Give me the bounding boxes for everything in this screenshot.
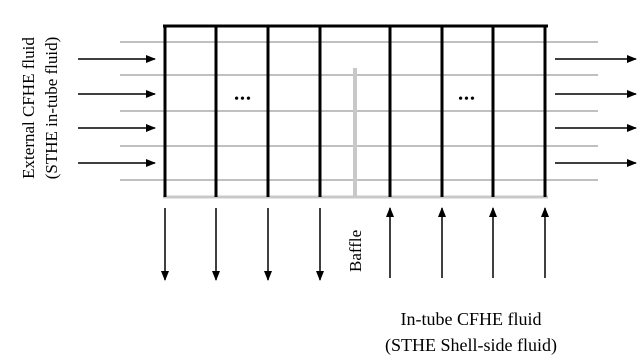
intube-fluid-label-line2: (STHE Shell-side fluid) [385, 335, 557, 356]
intube-fluid-label-line1: In-tube CFHE fluid [401, 309, 542, 329]
thin-horizontal-lines [120, 41, 598, 181]
external-fluid-label: External CFHE fluid (STHE in-tube fluid) [19, 37, 61, 180]
baffle-label: Baffle [346, 230, 365, 272]
ellipsis-left: ••• [234, 92, 252, 107]
left-inlet-arrows [78, 55, 156, 167]
tube-lines [163, 26, 547, 197]
external-fluid-label-line1: External CFHE fluid [19, 37, 38, 179]
ellipsis-right: ••• [458, 92, 476, 107]
external-fluid-label-line2: (STHE in-tube fluid) [42, 37, 61, 180]
bottom-down-arrows [161, 208, 324, 281]
bottom-up-arrows [386, 207, 549, 278]
right-outlet-arrows [555, 55, 637, 167]
